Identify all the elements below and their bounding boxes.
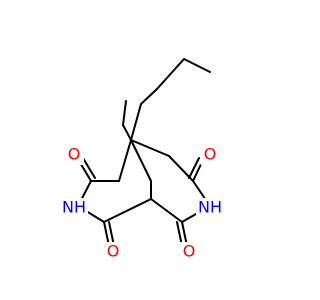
- molecule-canvas: O O O O NH NH: [60, 58, 224, 262]
- label-mask: [200, 145, 220, 165]
- bond: [150, 198, 183, 223]
- bond: [122, 100, 127, 126]
- bond: [130, 139, 170, 157]
- bond: [103, 198, 152, 223]
- bond: [130, 139, 152, 182]
- atom-label-oxygen: O: [204, 145, 217, 164]
- atom-label-oxygen: O: [68, 145, 81, 164]
- bond: [82, 157, 96, 179]
- atom-labels: O O O O NH NH: [62, 145, 222, 261]
- label-mask: [196, 198, 224, 218]
- molecule-structure: O O O O NH NH: [60, 58, 224, 262]
- bond: [183, 58, 211, 73]
- bond: [156, 58, 185, 90]
- bond: [140, 88, 158, 105]
- bond: [188, 157, 200, 179]
- label-mask: [103, 242, 123, 262]
- atom-label-oxygen: O: [107, 242, 120, 261]
- label-mask: [60, 198, 88, 218]
- label-mask: [64, 145, 84, 165]
- bond: [118, 139, 132, 182]
- atom-label-nitrogen: NH: [198, 198, 222, 217]
- label-mask: [179, 242, 199, 262]
- bond: [130, 103, 142, 141]
- atom-label-nitrogen: NH: [62, 198, 86, 217]
- bond-lines: [77, 58, 211, 247]
- bond: [122, 124, 132, 141]
- atom-label-oxygen: O: [183, 242, 196, 261]
- atom-masks: [60, 145, 224, 262]
